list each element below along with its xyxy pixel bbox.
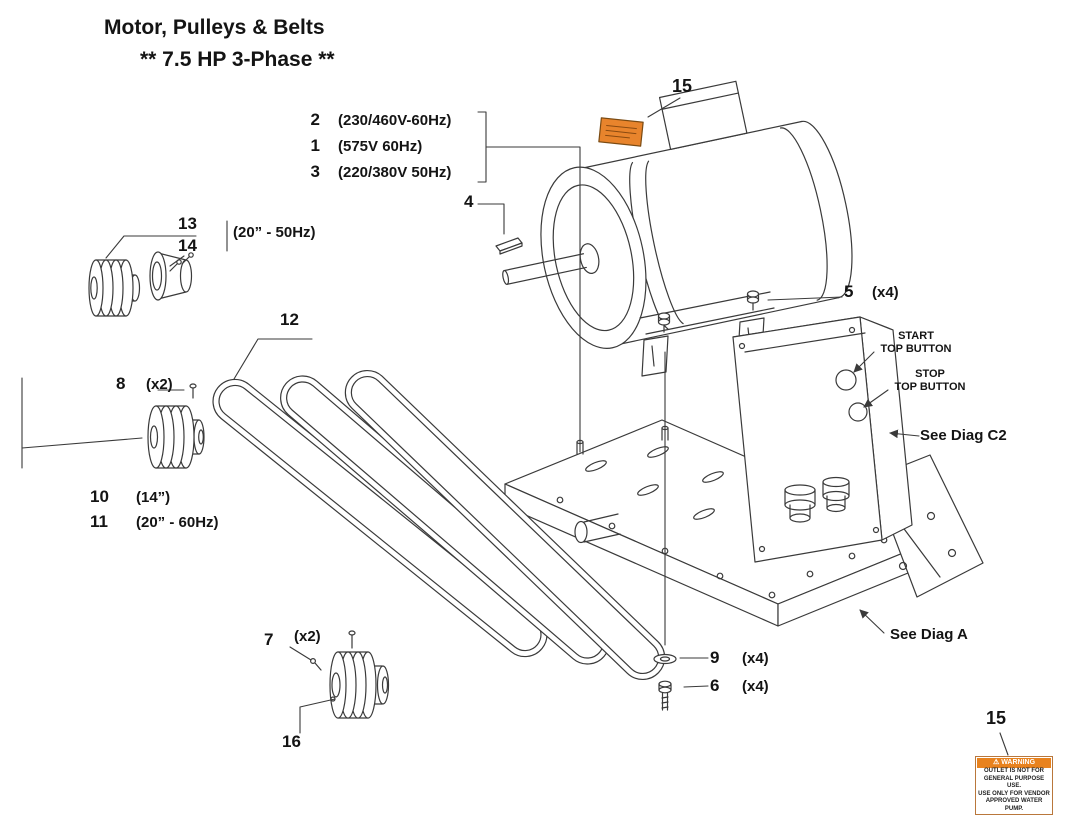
arrow-see-diag-a — [859, 609, 885, 634]
cable-glands — [784, 476, 850, 523]
warning-label-line3: USE ONLY FOR VENDOR — [978, 790, 1050, 797]
leader-motor-to-plate — [485, 146, 581, 453]
start-button-line2: TOP BUTTON — [880, 343, 952, 355]
callout-10: 10 — [90, 487, 109, 506]
arrow-see-diag-c2 — [889, 429, 920, 439]
pulley-13 — [88, 259, 141, 317]
spec-item-11: (20” - 60Hz) — [136, 514, 219, 531]
qty-item-6: (x4) — [742, 678, 769, 695]
start-button-annotation: START TOP BUTTON — [870, 330, 962, 356]
arrow-start-button — [853, 351, 875, 373]
leader-13 — [105, 235, 197, 259]
callout-9: 9 — [710, 648, 720, 667]
callout-11: 11 — [90, 512, 108, 531]
warning-label: ⚠ WARNING OUTLET IS NOT FOR GENERAL PURP… — [975, 756, 1053, 815]
callout-5: 5 — [844, 282, 854, 301]
leader-12 — [233, 338, 313, 380]
start-button-line1: START — [898, 330, 934, 342]
leader-16 — [299, 698, 336, 734]
shaft-key-4 — [495, 237, 523, 255]
callout-8: 8 — [116, 374, 126, 393]
callout-12: 12 — [280, 310, 299, 329]
callout-15-top: 15 — [672, 76, 693, 96]
spec-item-13: (20” - 50Hz) — [233, 224, 316, 241]
washer-9 — [653, 653, 677, 665]
qty-item-8: (x2) — [146, 376, 173, 393]
warning-label-header: ⚠ WARNING — [977, 758, 1051, 768]
bolt-5b — [746, 290, 760, 311]
control-station — [732, 316, 913, 563]
stop-button-line2: TOP BUTTON — [894, 381, 966, 393]
pulley-10 — [147, 405, 205, 469]
bolt-8 — [189, 383, 197, 399]
warning-label-line4: APPROVED WATER PUMP. — [985, 798, 1043, 812]
spec-item-1: (575V 60Hz) — [338, 138, 423, 155]
belt-set — [212, 369, 666, 681]
spec-item-10: (14”) — [136, 489, 171, 506]
leader-4 — [477, 203, 505, 235]
callout-4: 4 — [464, 192, 474, 211]
callout-3: 3 — [310, 162, 320, 181]
callout-7: 7 — [264, 630, 274, 649]
bolts-7 — [310, 630, 356, 671]
callout-16: 16 — [282, 732, 301, 751]
diagram-title: Motor, Pulleys & Belts — [104, 16, 325, 39]
leader-5 — [767, 296, 843, 301]
callout-6: 6 — [710, 676, 720, 695]
start-button-circle — [835, 369, 857, 391]
diagram-subtitle: ** 7.5 HP 3-Phase ** — [140, 48, 335, 71]
spec-item-2: (230/460V-60Hz) — [338, 112, 452, 129]
spec-item-3: (220/380V 50Hz) — [338, 164, 452, 181]
arrow-stop-button — [863, 389, 889, 408]
qty-item-5: (x4) — [872, 284, 899, 301]
qty-item-9: (x4) — [742, 650, 769, 667]
motor-shaft — [502, 253, 587, 285]
callout-1: 1 — [310, 136, 320, 155]
warning-label-line2: GENERAL PURPOSE USE. — [983, 775, 1045, 790]
warning-sticker-top — [598, 117, 644, 147]
stop-button-line1: STOP — [915, 368, 945, 380]
leader-10-11 — [21, 437, 143, 449]
leader-7 — [289, 646, 312, 661]
see-diag-a-label: See Diag A — [890, 626, 968, 643]
pulley-16 — [329, 651, 390, 719]
callout-13: 13 — [178, 214, 197, 233]
leader-14 — [169, 255, 185, 267]
bolt-5a — [657, 312, 671, 333]
leader-15-bottom — [999, 732, 1009, 756]
base-plate — [504, 419, 936, 627]
bolt-6 — [658, 680, 672, 711]
warning-label-line1: OUTLET IS NOT FOR — [984, 768, 1044, 774]
motor — [502, 80, 853, 349]
motor-junction-box — [658, 80, 748, 150]
leader-15-top — [647, 97, 681, 118]
bracket-voltage-specs — [477, 111, 487, 183]
callout-2: 2 — [310, 110, 320, 129]
leader-lines — [21, 97, 1009, 756]
stop-button-annotation: STOP TOP BUTTON — [884, 368, 976, 394]
callout-14: 14 — [178, 236, 197, 255]
callout-15-bottom: 15 — [986, 708, 1007, 728]
leader-6 — [683, 685, 709, 688]
qty-item-7: (x2) — [294, 628, 321, 645]
see-diag-c2-label: See Diag C2 — [920, 427, 1007, 444]
stop-button-circle — [848, 402, 868, 422]
bushing-14 — [149, 251, 194, 301]
side-roller — [574, 513, 621, 544]
